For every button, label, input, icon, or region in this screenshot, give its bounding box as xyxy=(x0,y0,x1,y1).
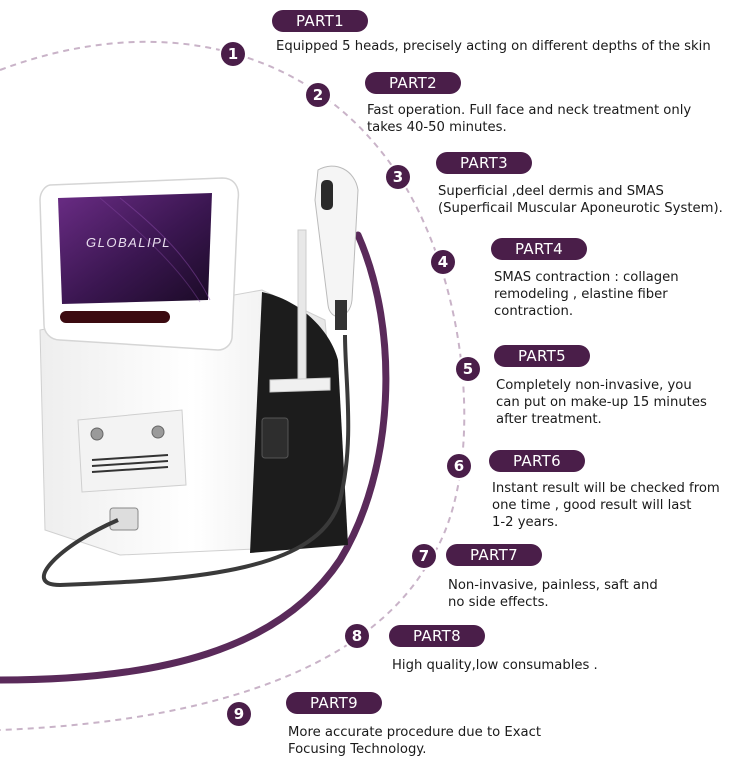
knob-left xyxy=(90,427,104,441)
part-label-pill: PART2 xyxy=(365,72,461,94)
part-number-badge: 6 xyxy=(447,454,471,478)
part-description: High quality,low consumables . xyxy=(392,658,598,673)
part-number-badge: 7 xyxy=(412,544,436,568)
screen-brand-text: GLOBALIPL xyxy=(86,235,172,250)
side-port xyxy=(261,417,289,459)
part-label-pill: PART9 xyxy=(286,692,382,714)
cable-connector xyxy=(109,507,139,531)
part-description: SMAS contraction : collagen remodeling ,… xyxy=(494,270,679,319)
part-number-badge: 3 xyxy=(386,165,410,189)
part-number-badge: 9 xyxy=(227,702,251,726)
monitor-bar xyxy=(60,311,170,323)
part-number-badge: 1 xyxy=(221,42,245,66)
part-label-pill: PART3 xyxy=(436,152,532,174)
side-panel xyxy=(250,292,348,553)
part-number-badge: 4 xyxy=(431,250,455,274)
part-label-pill: PART8 xyxy=(389,625,485,647)
part-number-badge: 5 xyxy=(456,357,480,381)
part-description: Superficial ,deel dermis and SMAS (Super… xyxy=(438,184,723,216)
part-number-badge: 8 xyxy=(345,624,369,648)
part-number-badge: 2 xyxy=(306,83,330,107)
handle-pole xyxy=(297,229,307,381)
part-description: Non-invasive, painless, saft and no side… xyxy=(448,578,658,610)
handle-rest xyxy=(269,377,331,393)
cable xyxy=(41,334,351,588)
part-label-pill: PART5 xyxy=(494,345,590,367)
vent-grille xyxy=(91,454,169,473)
solid-arc xyxy=(0,231,390,684)
part-description: Equipped 5 heads, precisely acting on di… xyxy=(276,39,711,54)
part-label-pill: PART4 xyxy=(491,238,587,260)
part-description: More accurate procedure due to Exact Foc… xyxy=(288,725,542,757)
knob-right xyxy=(151,425,165,439)
monitor-screen xyxy=(58,193,212,304)
part-label-pill: PART6 xyxy=(489,450,585,472)
part-description: Completely non-invasive, you can put on … xyxy=(496,378,707,427)
part-description: Fast operation. Full face and neck treat… xyxy=(367,103,692,135)
part-label-pill: PART1 xyxy=(272,10,368,32)
part-description: Instant result will be checked from one … xyxy=(492,481,720,530)
part-label-pill: PART7 xyxy=(446,544,542,566)
